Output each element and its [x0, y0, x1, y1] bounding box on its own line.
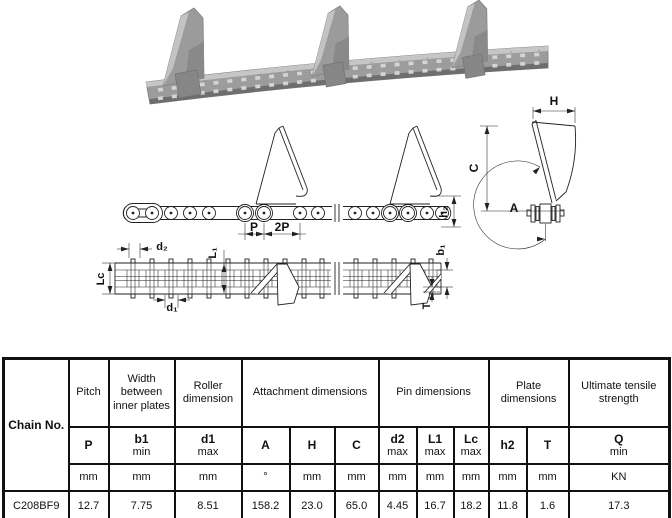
symbol-h2: h2 — [487, 426, 528, 465]
dim-c: C — [467, 125, 498, 211]
unit-cell: mm — [288, 463, 336, 492]
dim-p-2p: P 2P — [238, 220, 306, 240]
end-view-drawing: H C A — [467, 94, 577, 250]
dim-b1: b₁ — [435, 244, 453, 299]
value-d2: 4.45 — [377, 490, 418, 518]
value-d1: 8.51 — [173, 490, 243, 518]
unit-cell: mm — [525, 463, 570, 492]
unit-cell: mm — [487, 463, 528, 492]
unit-cell: mm — [377, 463, 418, 492]
dim-lc: Lc — [95, 262, 118, 295]
unit-cell: mm — [333, 463, 380, 492]
value-h: 23.0 — [288, 490, 336, 518]
dim-h: H — [532, 94, 576, 123]
value-lc: 18.2 — [452, 490, 490, 518]
side-view-drawing: P 2P h₂ — [122, 125, 461, 240]
unit-cell: mm — [173, 463, 243, 492]
group-header-plate: Plate dimensions — [487, 357, 570, 428]
group-header-pin: Pin dimensions — [377, 357, 490, 428]
unit-cell: mm — [67, 463, 110, 492]
dim-label-p: P — [250, 220, 258, 234]
symbol-h: H — [288, 426, 336, 465]
symbol-t: T — [525, 426, 570, 465]
side-attachment-1 — [255, 125, 308, 205]
fin-attachment-2 — [311, 5, 350, 88]
unit-cell: mm — [452, 463, 490, 492]
group-header-pitch: Pitch — [67, 357, 110, 428]
plan-view-drawing: Lc d₂ d₁ L₁ — [95, 241, 453, 314]
dim-label-c: C — [467, 163, 481, 172]
symbol-p: P — [67, 426, 110, 465]
dim-label-t: T — [421, 302, 433, 309]
dim-t: T — [421, 277, 440, 309]
unit-cell: ° — [240, 463, 291, 492]
value-c: 65.0 — [333, 490, 380, 518]
chain-no-value: C208BF9 — [2, 490, 70, 518]
symbol-a: A — [240, 426, 291, 465]
group-header-roller: Roller dimension — [173, 357, 243, 428]
dim-label-h2: h₂ — [438, 206, 450, 218]
spec-table: Chain No. Pitch Width between inner plat… — [2, 357, 672, 518]
dim-label-d2: d₂ — [156, 241, 168, 253]
symbol-c: C — [333, 426, 380, 465]
fin-attachment-3 — [451, 0, 489, 79]
table-row: C208BF9 12.7 7.75 8.51 158.2 23.0 65.0 4… — [2, 490, 671, 518]
chain-no-header: Chain No. — [2, 357, 70, 492]
dim-label-lc: Lc — [95, 273, 107, 286]
value-h2: 11.8 — [487, 490, 528, 518]
dim-d1: d₁ — [153, 295, 190, 314]
unit-cell: KN — [567, 463, 671, 492]
value-p: 12.7 — [67, 490, 110, 518]
unit-cell: mm — [415, 463, 455, 492]
value-l1: 16.7 — [415, 490, 455, 518]
dim-d2: d₂ — [117, 241, 168, 258]
dim-label-l1: L₁ — [207, 247, 219, 259]
fin-attachment-1 — [162, 7, 205, 99]
dim-label-2p: 2P — [275, 220, 290, 234]
dim-label-d1: d₁ — [166, 302, 178, 314]
group-header-attachment: Attachment dimensions — [240, 357, 380, 428]
group-header-width: Width between inner plates — [107, 357, 176, 428]
value-a: 158.2 — [240, 490, 291, 518]
isometric-chain-render — [145, 0, 549, 105]
value-q: 17.3 — [567, 490, 671, 518]
chain-technical-figure: P 2P h₂ — [95, 0, 577, 314]
dim-label-b1: b₁ — [435, 244, 447, 256]
unit-cell: mm — [107, 463, 176, 492]
dim-h2: h₂ — [432, 195, 461, 228]
side-attachment-2 — [389, 125, 442, 205]
group-header-tensile: Ultimate tensile strength — [567, 357, 671, 428]
dim-label-a: A — [510, 201, 519, 215]
dim-label-h: H — [550, 94, 559, 108]
dim-a: A — [473, 160, 546, 250]
dim-l1: L₁ — [207, 247, 227, 293]
value-b1: 7.75 — [107, 490, 176, 518]
value-t: 1.6 — [525, 490, 570, 518]
